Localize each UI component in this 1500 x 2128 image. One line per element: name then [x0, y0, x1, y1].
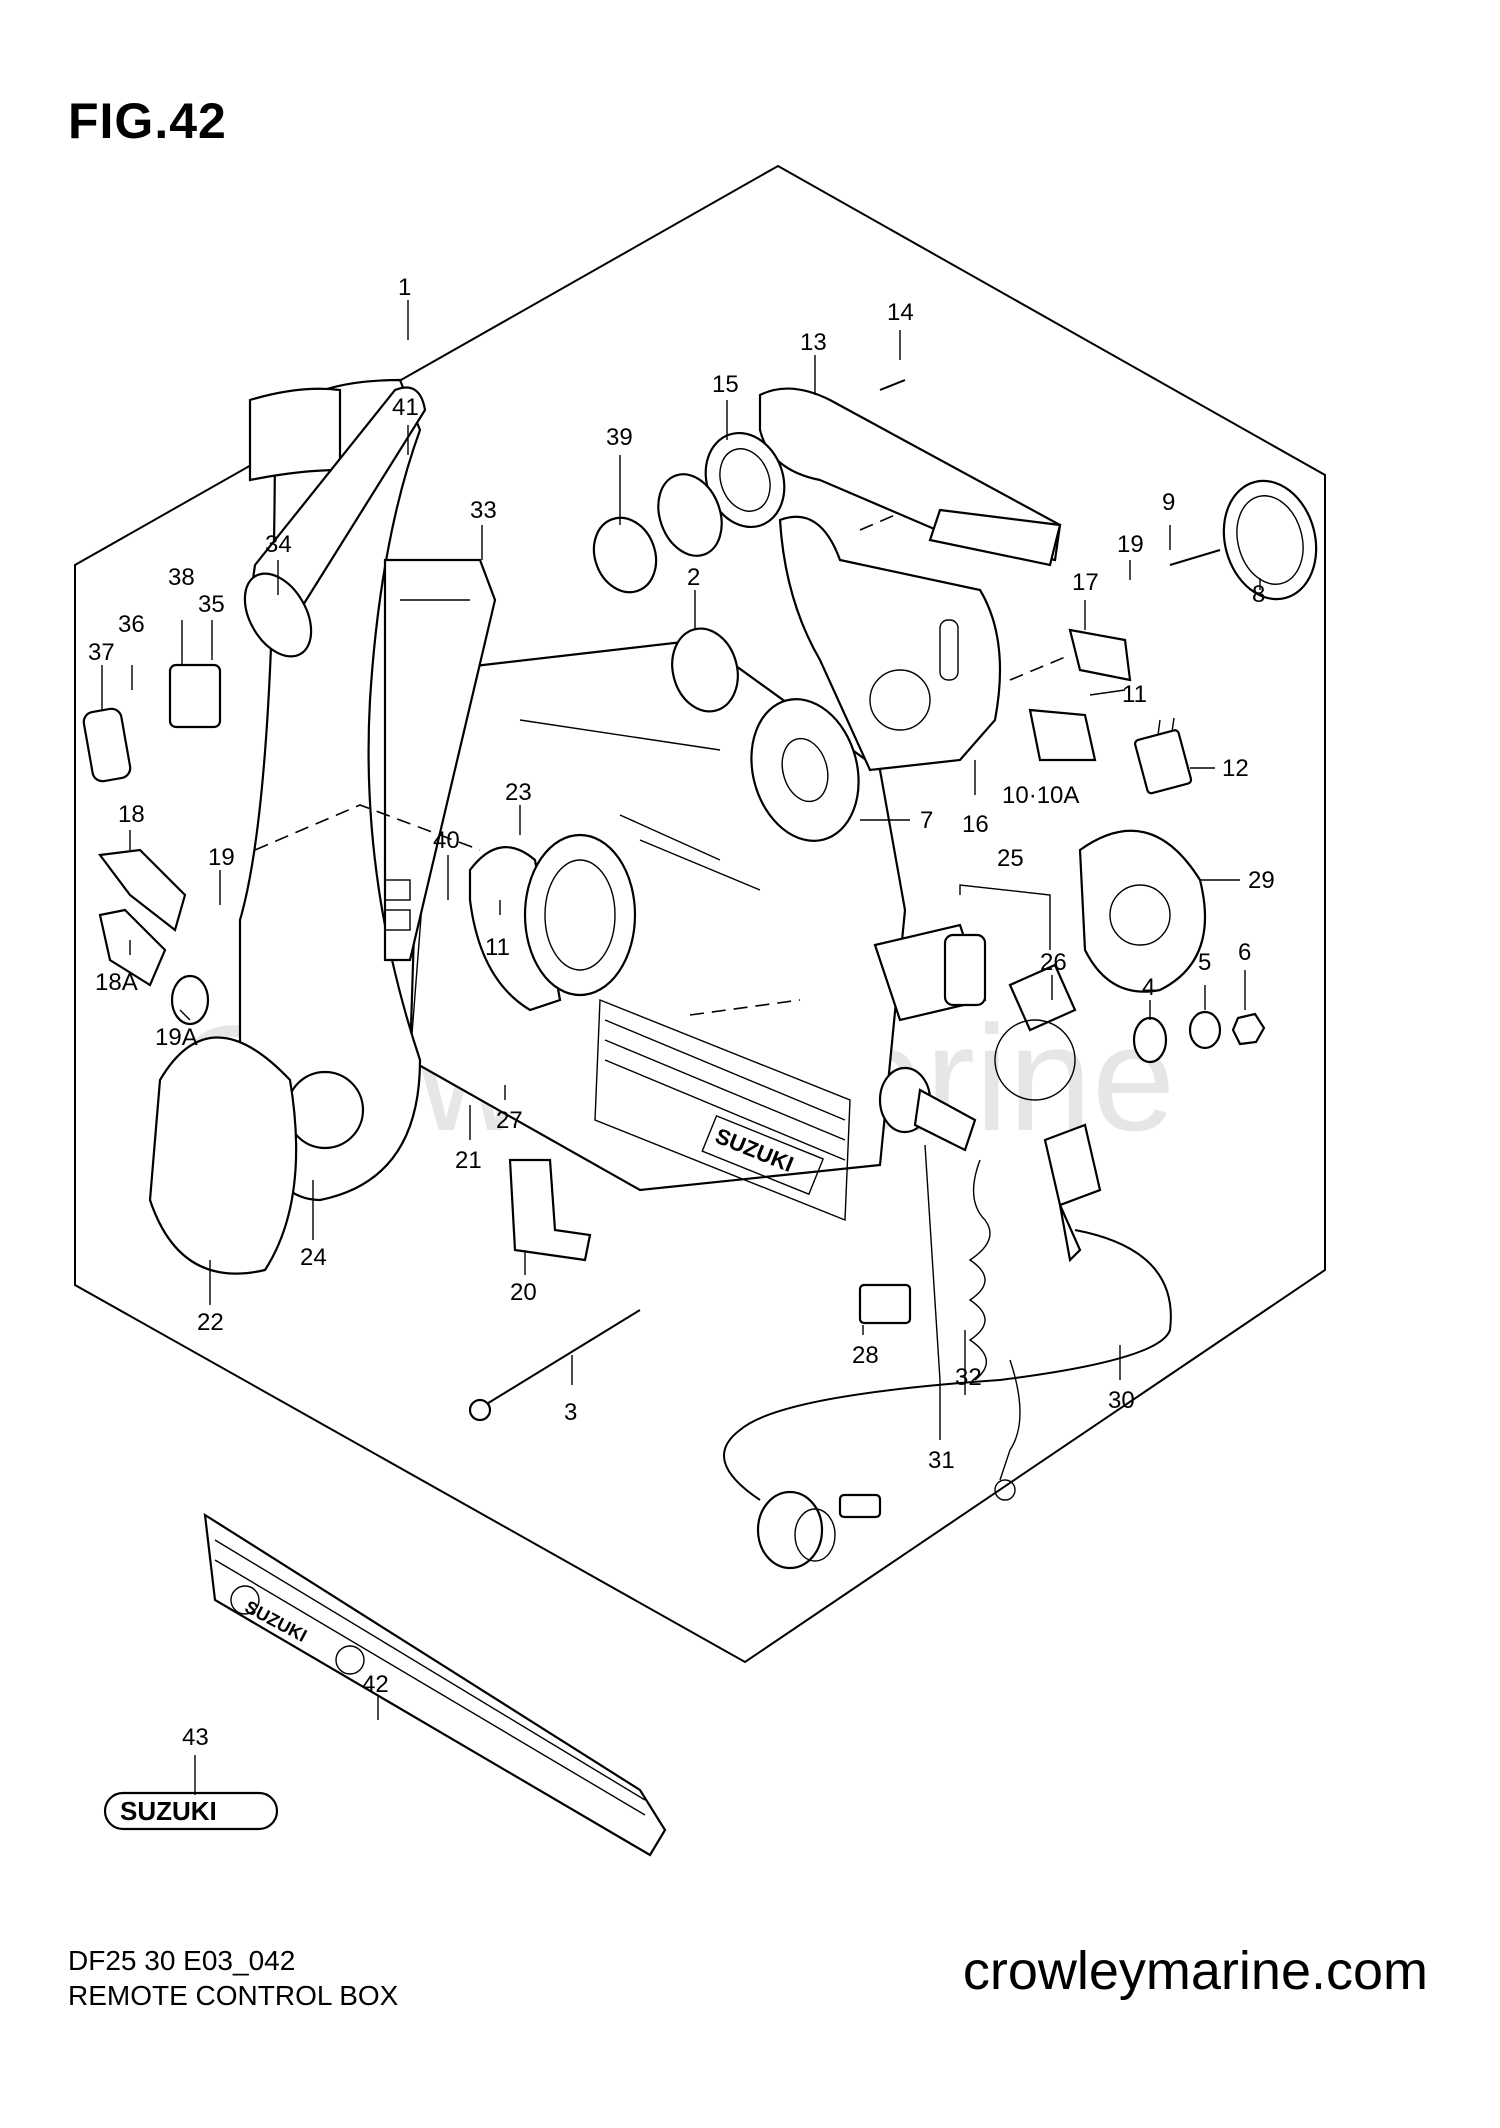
callout-36: 36: [118, 611, 145, 638]
callout-40: 40: [433, 827, 460, 854]
indicator-cover: [1078, 829, 1207, 993]
callout-19-left: 19: [208, 844, 235, 871]
callout-42: 42: [362, 1671, 389, 1698]
callout-27: 27: [496, 1107, 523, 1134]
callout-23: 23: [505, 779, 532, 806]
side-cover: [148, 1036, 298, 1275]
seal-ring: [1222, 479, 1318, 601]
figure-title: FIG.42: [68, 93, 227, 149]
callout-18a: 18A: [95, 969, 138, 996]
washer-5: [1188, 1010, 1222, 1050]
callout-35: 35: [198, 591, 225, 618]
callout-19-right: 19: [1117, 531, 1144, 558]
callout-9: 9: [1162, 489, 1175, 516]
assembly-frame: [74, 164, 1326, 1664]
callout-3: 3: [564, 1399, 577, 1426]
washer-19a: [170, 974, 210, 1026]
website-link[interactable]: crowleymarine.com: [962, 1941, 1428, 2001]
stop-switch-lanyard: [878, 1066, 1021, 1501]
callout-11-right: 11: [1122, 681, 1147, 708]
emblem: SUZUKI: [103, 1791, 279, 1831]
knob-18: [97, 848, 187, 932]
callout-8: 8: [1252, 581, 1265, 608]
callout-18: 18: [118, 801, 145, 828]
callout-14: 14: [887, 299, 914, 326]
callout-33: 33: [470, 497, 497, 524]
nut-6: [1231, 1012, 1266, 1046]
detent-gear: [468, 833, 637, 1012]
callout-43: 43: [182, 1724, 209, 1751]
callout-10-10a: 10·10A: [1002, 782, 1079, 809]
neutral-switch: [1134, 717, 1193, 795]
callout-22: 22: [197, 1309, 224, 1336]
callout-34: 34: [265, 531, 292, 558]
callout-29: 29: [1248, 867, 1275, 894]
callout-1: 1: [398, 274, 411, 301]
screw-14: [879, 379, 906, 391]
callout-26: 26: [1040, 949, 1067, 976]
emblem-label: SUZUKI: [120, 1796, 217, 1826]
plate-39: [592, 516, 658, 594]
collar-4: [1132, 1016, 1168, 1064]
ring-2: [671, 627, 739, 713]
callout-19a: 19A: [155, 1024, 198, 1051]
throttle-cam: [778, 515, 1002, 772]
callout-labels: 1 2 3 4 5 6 7 8 9 10·10A 11 11 12 13 14 …: [88, 274, 1275, 1751]
handle-grip: [243, 386, 427, 658]
callout-39: 39: [606, 424, 633, 451]
callout-12: 12: [1222, 755, 1249, 782]
knob-18a: [98, 908, 167, 987]
switch-38: [168, 663, 222, 729]
washer-7: [750, 698, 860, 842]
callout-17: 17: [1072, 569, 1099, 596]
callout-28: 28: [852, 1342, 879, 1369]
callout-13: 13: [800, 329, 827, 356]
callout-7: 7: [920, 807, 933, 834]
callout-5: 5: [1198, 949, 1211, 976]
wire-harness: [723, 1229, 1172, 1570]
callout-4: 4: [1142, 974, 1155, 1001]
bracket-17: [1068, 628, 1132, 682]
throttle-arm: [758, 387, 1062, 567]
holder-10: [1028, 708, 1097, 762]
callout-41: 41: [392, 394, 419, 421]
diagram-name: REMOTE CONTROL BOX: [68, 1980, 399, 2011]
shift-lever: [383, 558, 497, 962]
callout-16: 16: [962, 811, 989, 838]
callout-30: 30: [1108, 1387, 1135, 1414]
callout-38: 38: [168, 564, 195, 591]
callout-6: 6: [1238, 939, 1251, 966]
callout-24: 24: [300, 1244, 327, 1271]
grommet-37: [82, 707, 132, 783]
long-screw: [484, 1309, 641, 1406]
bracket-20: [508, 1158, 592, 1262]
callout-2: 2: [687, 564, 700, 591]
ignition-switch: [873, 923, 1102, 1263]
callout-leaders: [101, 300, 1261, 1795]
bolt-9: [1169, 549, 1221, 566]
callout-11-left: 11: [485, 934, 510, 961]
callout-20: 20: [510, 1279, 537, 1306]
callout-31: 31: [928, 1447, 955, 1474]
diagram-code: DF25 30 E03_042: [68, 1945, 296, 1976]
callout-32: 32: [955, 1364, 982, 1391]
callout-15: 15: [712, 371, 739, 398]
callout-21: 21: [455, 1147, 482, 1174]
connector-28: [858, 1283, 912, 1325]
callout-37: 37: [88, 639, 115, 666]
callout-25: 25: [997, 845, 1024, 872]
